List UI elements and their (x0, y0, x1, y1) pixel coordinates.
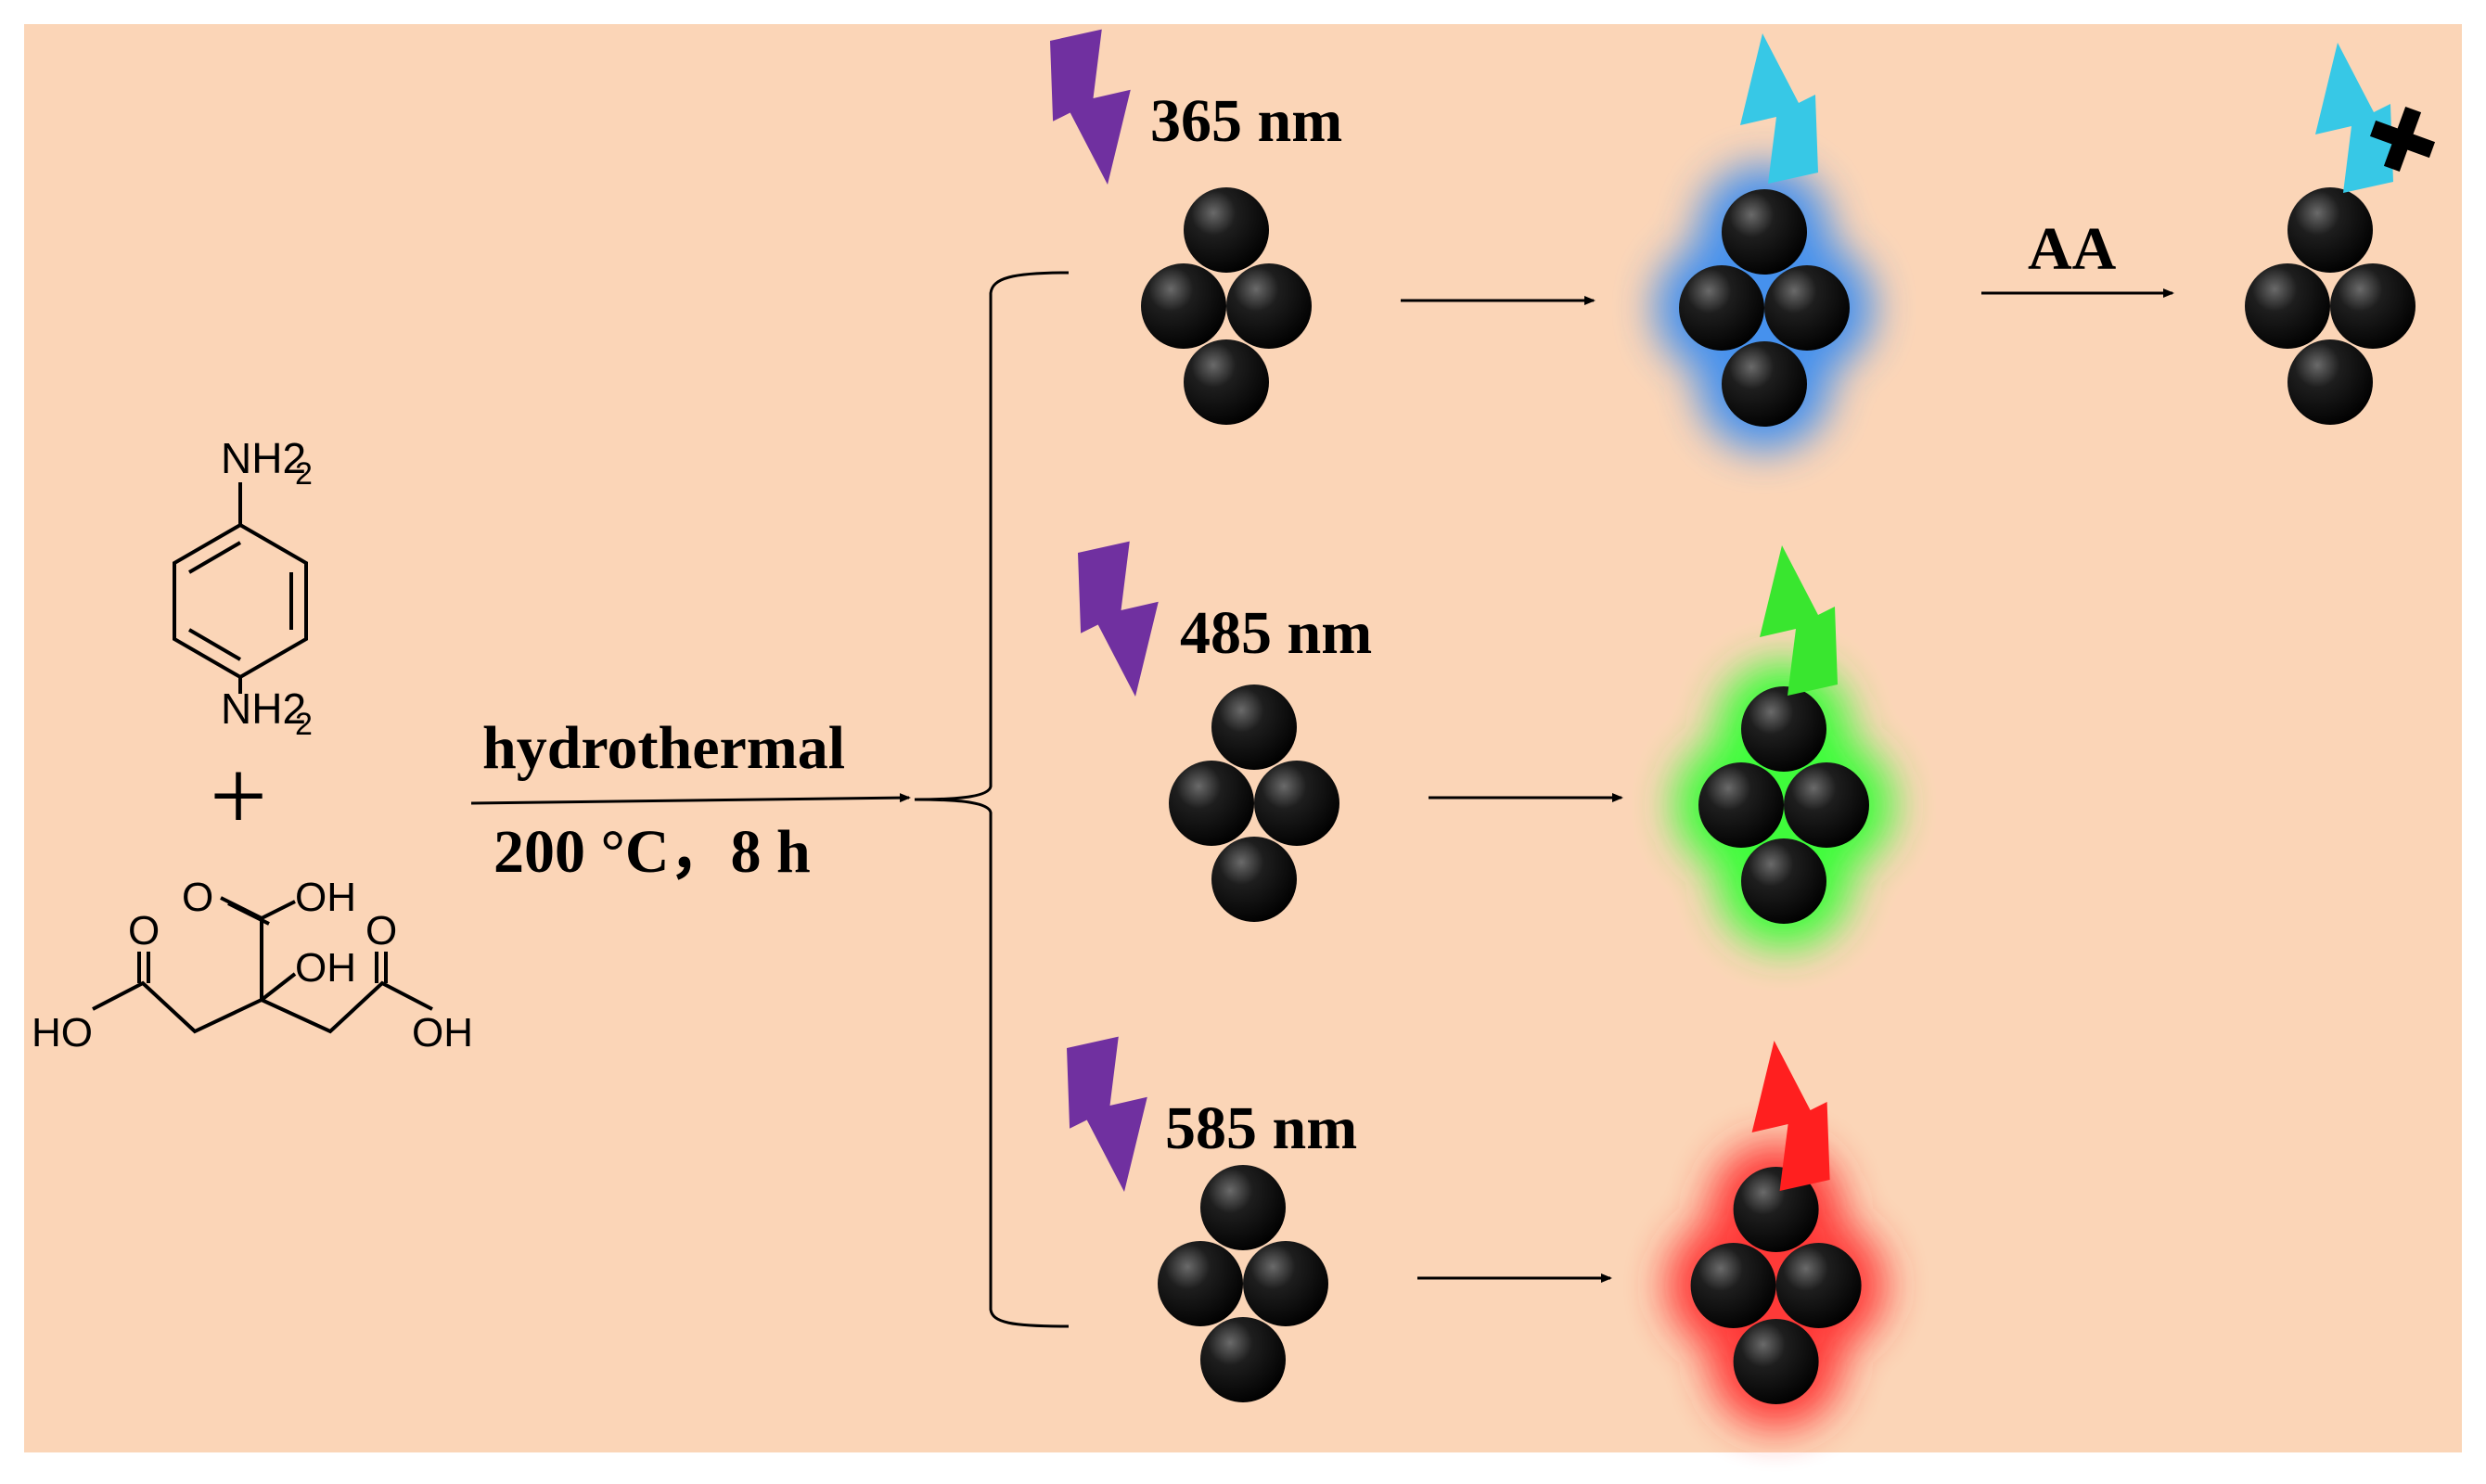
citric-o-top: O (182, 875, 213, 920)
nanoparticle (1184, 187, 1269, 273)
nanoparticle (1764, 265, 1850, 351)
nanoparticle (1733, 1167, 1819, 1252)
nanoparticle (1141, 263, 1226, 349)
lightning-icon (1067, 1036, 1147, 1192)
nanoparticle (1733, 1319, 1819, 1404)
nanoparticle (1784, 762, 1869, 848)
quench-reagent-label: AA (2028, 215, 2117, 283)
citric-oh-right: OH (412, 1010, 473, 1055)
amine-top-label: NH2 (221, 434, 306, 482)
nanoparticle (2245, 263, 2330, 349)
nanoparticle (2287, 339, 2373, 425)
citric-acid: O OH OH O O HO OH (32, 875, 473, 1055)
amine-bottom-label: NH2 (221, 684, 306, 733)
nanoparticle (1169, 761, 1254, 846)
nanoparticle (2330, 263, 2416, 349)
lightning-icon (1078, 541, 1159, 697)
lightning-icon (2315, 43, 2393, 193)
nanoparticle (1775, 1243, 1862, 1328)
citric-o-right: O (365, 908, 397, 953)
condition-method: hydrothermal (482, 714, 845, 782)
nanoparticle-cluster-icon (1674, 662, 1893, 948)
cross-icon (2369, 106, 2436, 173)
amine-bottom-subscript: 2 (295, 707, 313, 742)
nanoparticle (1722, 189, 1807, 275)
nanoparticle (1184, 339, 1269, 425)
nanoparticle-cluster-icon (1141, 187, 1312, 425)
nanoparticle (1741, 838, 1826, 924)
citric-o-left: O (128, 908, 160, 953)
nanoparticle (1698, 762, 1784, 848)
nanoparticle (1226, 263, 1312, 349)
citric-oh-top: OH (295, 875, 356, 920)
lightning-icon (1751, 1041, 1830, 1191)
arrow-icon (470, 793, 911, 805)
nanoparticle (2287, 187, 2373, 273)
nanoparticle-cluster-icon (1169, 684, 1339, 922)
nanoparticle (1679, 265, 1764, 351)
nanoparticle-cluster-icon (2245, 187, 2416, 425)
nanoparticle (1690, 1243, 1776, 1328)
lightning-icon (1760, 545, 1838, 696)
citric-ho-left: HO (32, 1010, 93, 1055)
plus-sign: + (210, 739, 267, 852)
nanoparticle (1200, 1317, 1286, 1402)
bracket-icon (914, 271, 1070, 1328)
nanoparticle (1722, 341, 1807, 427)
nanoparticle (1254, 761, 1339, 846)
nanoparticle (1158, 1241, 1243, 1326)
nanoparticle (1211, 837, 1297, 922)
excitation-label: 365 nm (1150, 87, 1342, 155)
excitation-label: 485 nm (1180, 599, 1372, 667)
excitation-rows: 365 nm 485 nm 585 nm (1050, 29, 2436, 1428)
nanoparticle (1200, 1165, 1286, 1250)
p-phenylenediamine: NH2 2 NH2 2 (173, 434, 313, 742)
nanoparticle-cluster-icon (1655, 165, 1874, 451)
citric-oh-mid: OH (295, 945, 356, 991)
lightning-icon (1740, 33, 1818, 184)
lightning-icon (1050, 29, 1131, 185)
excitation-label: 585 nm (1165, 1094, 1357, 1162)
condition-temperature-time: 200 °C，8 h (493, 818, 811, 886)
nanoparticle-cluster-icon (1158, 1165, 1328, 1402)
nanoparticle (1211, 684, 1297, 770)
nanoparticle (1741, 686, 1826, 772)
amine-top-subscript: 2 (295, 456, 313, 492)
nanoparticle (1243, 1241, 1328, 1326)
